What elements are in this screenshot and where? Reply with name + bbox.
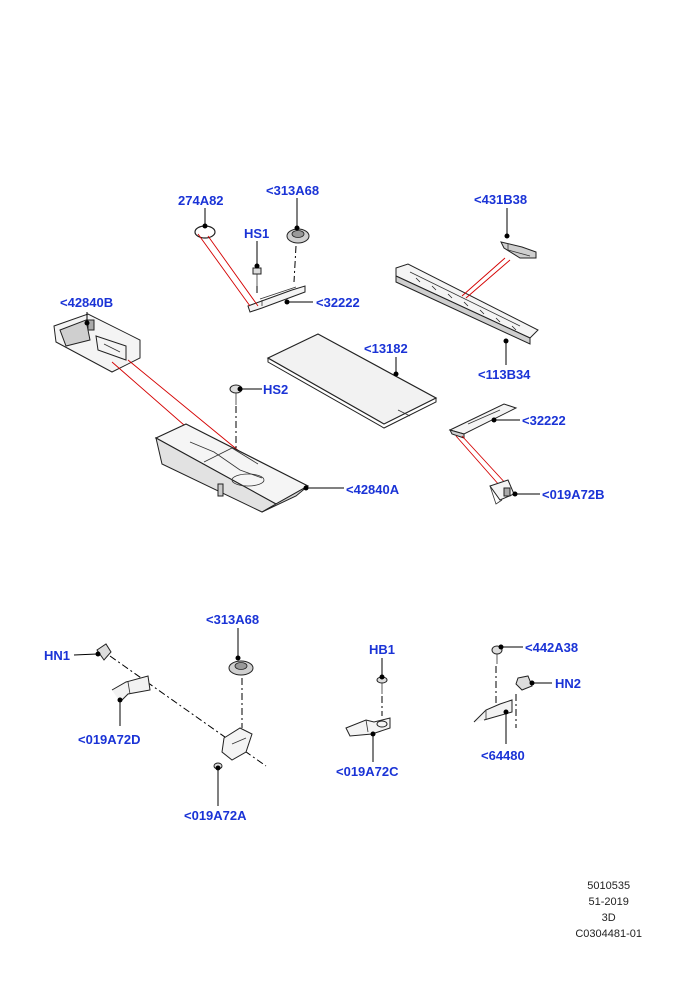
part-019A72A-bracket bbox=[213, 727, 253, 770]
callout-113B34[interactable]: <113B34 bbox=[478, 367, 531, 382]
callout-019A72A[interactable]: <019A72A bbox=[184, 808, 247, 823]
callout-019A72B[interactable]: <019A72B bbox=[542, 487, 605, 502]
part-32222-bracket-top bbox=[247, 285, 306, 313]
part-42840B-insert bbox=[53, 313, 141, 373]
drawing-number: 5010535 bbox=[587, 880, 631, 892]
drawing-date: 51-2019 bbox=[588, 896, 629, 908]
callout-019A72D[interactable]: <019A72D bbox=[78, 732, 141, 747]
callout-019A72C[interactable]: <019A72C bbox=[336, 764, 399, 779]
callout-32222-top[interactable]: <32222 bbox=[316, 295, 360, 310]
callout-313A68-top[interactable]: <313A68 bbox=[266, 183, 319, 198]
callout-274A82[interactable]: 274A82 bbox=[178, 193, 224, 208]
part-13182-floor-panel bbox=[266, 333, 438, 429]
part-HS1-screw bbox=[252, 267, 262, 286]
callout-42840B[interactable]: <42840B bbox=[60, 295, 113, 310]
drawing-reference-block: 5010535 51-2019 3D C0304481-01 bbox=[575, 878, 642, 942]
callout-HN2[interactable]: HN2 bbox=[555, 676, 581, 691]
callout-HB1[interactable]: HB1 bbox=[369, 642, 395, 657]
part-HB1-bolt bbox=[376, 676, 388, 694]
part-113B34-rail bbox=[395, 263, 539, 345]
part-431B38-clip bbox=[500, 241, 537, 259]
drawing-code: C0304481-01 bbox=[575, 928, 642, 940]
callout-13182[interactable]: <13182 bbox=[364, 341, 408, 356]
callout-42840A[interactable]: <42840A bbox=[346, 482, 400, 497]
part-HN2-nut bbox=[515, 675, 533, 691]
part-313A68-grommet-top bbox=[286, 228, 310, 244]
callout-431B38[interactable]: <431B38 bbox=[474, 192, 527, 207]
callout-313A68-bottom[interactable]: <313A68 bbox=[206, 612, 259, 627]
callout-442A38[interactable]: <442A38 bbox=[525, 640, 578, 655]
callout-HS1[interactable]: HS1 bbox=[244, 226, 269, 241]
callout-32222-right[interactable]: <32222 bbox=[522, 413, 566, 428]
callout-HN1[interactable]: HN1 bbox=[44, 648, 70, 663]
callout-64480[interactable]: <64480 bbox=[481, 748, 525, 763]
part-HN1-nut bbox=[96, 643, 112, 661]
part-64480-bracket bbox=[473, 699, 513, 723]
part-019A72B-bracket bbox=[489, 479, 515, 505]
part-019A72C-bracket bbox=[345, 717, 391, 737]
callout-HS2[interactable]: HS2 bbox=[263, 382, 288, 397]
part-42840A-tray bbox=[154, 423, 310, 513]
part-019A72D-bracket bbox=[111, 675, 151, 703]
part-313A68-grommet-bottom bbox=[228, 660, 254, 676]
part-32222-bracket-right bbox=[448, 403, 518, 439]
drawing-view: 3D bbox=[601, 912, 616, 924]
